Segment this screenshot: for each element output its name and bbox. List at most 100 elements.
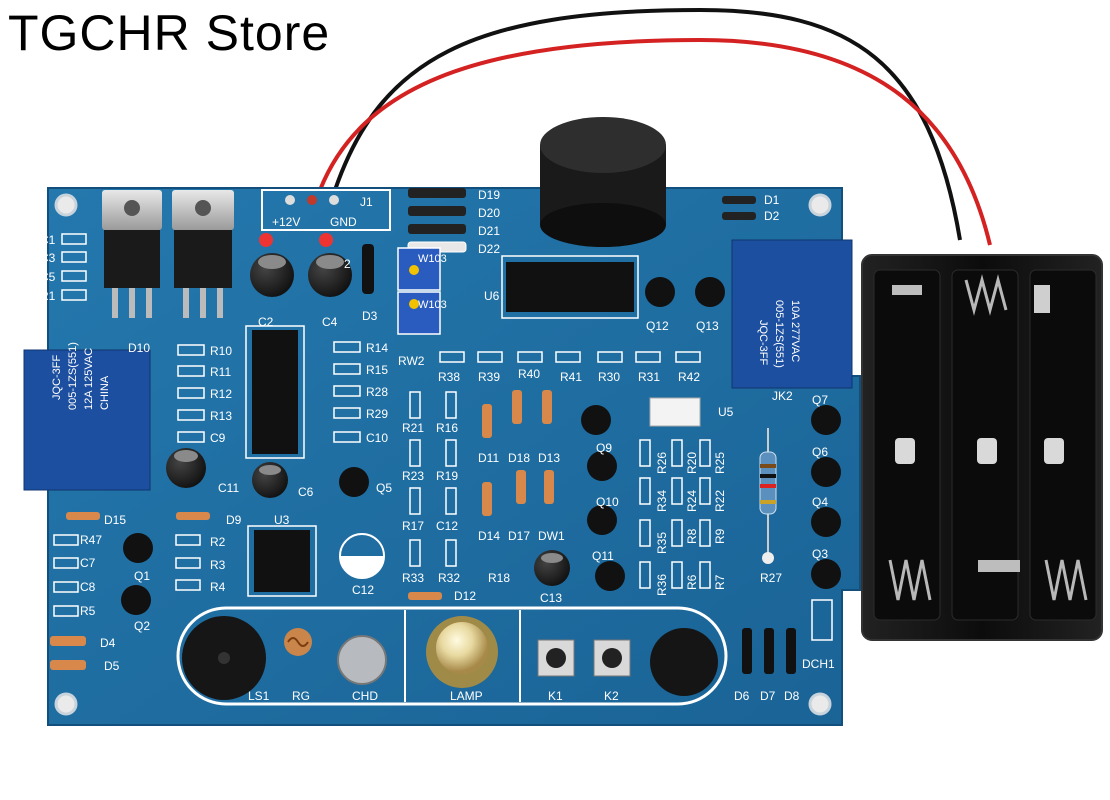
label-c3: C3 bbox=[40, 251, 56, 265]
label-r12: R12 bbox=[210, 387, 232, 401]
transistor-q13 bbox=[695, 277, 725, 307]
label-gnd: GND bbox=[330, 215, 357, 229]
button-k1[interactable]: K1 bbox=[537, 639, 575, 703]
label-d8: D8 bbox=[784, 689, 800, 703]
label-r39: R39 bbox=[478, 370, 500, 384]
label-d19: D19 bbox=[478, 188, 500, 202]
pot-text-2: W103 bbox=[418, 299, 447, 311]
label-r11: R11 bbox=[210, 365, 231, 379]
label-u5: U5 bbox=[718, 405, 734, 419]
label-r20: R20 bbox=[685, 452, 699, 474]
mount-hole-tl bbox=[54, 193, 78, 217]
relay-right-text-1: JQC-3FF bbox=[757, 320, 769, 366]
transistor-q9 bbox=[587, 451, 617, 481]
left-lower: D15 D9 R47 C7 C8 R5 R2 R3 R4 Q1 Q2 D4 D5 bbox=[50, 512, 242, 673]
capacitor-c4 bbox=[308, 253, 352, 297]
label-plus12v: +12V bbox=[272, 215, 300, 229]
resistor-grid: R21 R16 R23 R19 R17 C12 R33 R32 R18 bbox=[402, 391, 510, 585]
capacitor-c11 bbox=[166, 448, 206, 488]
wires bbox=[318, 7, 992, 246]
label-d21: D21 bbox=[478, 224, 500, 238]
right-resistor-grid: R26 R20 R25 R34 R24 R22 R35 R8 R9 R36 R6… bbox=[639, 439, 727, 596]
capacitor-c13 bbox=[534, 550, 570, 586]
regulator-2 bbox=[172, 190, 234, 318]
label-k1: K1 bbox=[548, 689, 563, 703]
transistor-q12 bbox=[645, 277, 675, 307]
label-c8: C8 bbox=[80, 580, 96, 594]
pot-text-1: W103 bbox=[418, 253, 447, 265]
label-d14: D14 bbox=[478, 529, 500, 543]
label-ls1: LS1 bbox=[248, 689, 270, 703]
label-c7: C7 bbox=[80, 556, 96, 570]
label-dw1: DW1 bbox=[538, 529, 565, 543]
label-r7: R7 bbox=[713, 574, 727, 590]
label-r5: R5 bbox=[80, 604, 96, 618]
label-r19: R19 bbox=[436, 469, 458, 483]
label-q2: Q2 bbox=[134, 619, 150, 633]
label-d4: D4 bbox=[100, 636, 116, 650]
label-r33: R33 bbox=[402, 571, 424, 585]
resistor-r27: R27 bbox=[759, 428, 782, 585]
label-d1: D1 bbox=[764, 193, 780, 207]
label-c6: C6 bbox=[298, 485, 314, 499]
potentiometer-2: W103 bbox=[397, 291, 447, 335]
label-rw2: RW2 bbox=[398, 354, 425, 368]
label-r38: R38 bbox=[438, 370, 460, 384]
relay-left-text-4: CHINA bbox=[99, 375, 111, 410]
label-q9: Q9 bbox=[596, 441, 612, 455]
ic-u6: U6 bbox=[484, 255, 639, 319]
battery-holder bbox=[861, 254, 1103, 641]
label-q11: Q11 bbox=[592, 549, 614, 563]
label-r29: R29 bbox=[366, 407, 388, 421]
transistor-q5 bbox=[339, 467, 369, 497]
label-r40: R40 bbox=[518, 367, 540, 381]
potentiometer-1: W103 bbox=[397, 247, 447, 291]
transistor-q6 bbox=[811, 457, 841, 487]
relay-left-text-2: 005-1ZS(551) bbox=[67, 342, 79, 410]
label-c1: C1 bbox=[40, 233, 56, 247]
label-c12-grid: C12 bbox=[436, 519, 458, 533]
label-r28: R28 bbox=[366, 385, 388, 399]
label-chd: CHD bbox=[352, 689, 378, 703]
transistor-q3 bbox=[811, 559, 841, 589]
transistor-q-mid-1 bbox=[581, 405, 611, 435]
mount-hole-br bbox=[808, 692, 832, 716]
transistor-q11 bbox=[595, 561, 625, 591]
label-d6: D6 bbox=[734, 689, 750, 703]
label-c13: C13 bbox=[540, 591, 562, 605]
label-d11: D11 bbox=[478, 451, 499, 465]
label-r35: R35 bbox=[655, 532, 669, 554]
label-d13: D13 bbox=[538, 451, 560, 465]
transistor-q10 bbox=[587, 505, 617, 535]
buzzer-ls1: LS1 bbox=[182, 616, 270, 703]
label-q5: Q5 bbox=[376, 481, 392, 495]
label-r3: R3 bbox=[210, 558, 226, 572]
resistor-col-mid: R10 R11 R12 R13 C9 bbox=[177, 344, 232, 445]
diodes-bottom-right: D6 D7 D8 DCH1 bbox=[734, 599, 835, 703]
transistor-q1 bbox=[123, 533, 153, 563]
ic-u3: U3 bbox=[247, 513, 317, 597]
label-j1: J1 bbox=[360, 195, 373, 209]
optocoupler-u5 bbox=[649, 397, 701, 427]
label-r10: R10 bbox=[210, 344, 232, 358]
label-lamp: LAMP bbox=[450, 689, 483, 703]
label-r2: R2 bbox=[210, 535, 226, 549]
label-r15: R15 bbox=[366, 363, 388, 377]
label-r27: R27 bbox=[760, 571, 782, 585]
label-r26: R26 bbox=[655, 452, 669, 474]
label-d3: D3 bbox=[362, 309, 378, 323]
label-d5: D5 bbox=[104, 659, 120, 673]
diode-stack: D19 D20 D21 D22 bbox=[407, 188, 500, 256]
label-r47: R47 bbox=[80, 533, 102, 547]
label-d17: D17 bbox=[508, 529, 530, 543]
button-k2[interactable]: K2 bbox=[593, 639, 631, 703]
j1-header: +12V GND J1 bbox=[261, 189, 391, 231]
left-labels: C1 C3 C5 R1 bbox=[40, 233, 87, 303]
label-rg: RG bbox=[292, 689, 310, 703]
label-q10: Q10 bbox=[596, 495, 619, 509]
label-r24: R24 bbox=[685, 490, 699, 512]
label-c11: C11 bbox=[218, 481, 239, 495]
black-wire bbox=[333, 7, 962, 241]
resistor-col-mid2: R14 R15 R28 R29 C10 bbox=[333, 341, 388, 445]
